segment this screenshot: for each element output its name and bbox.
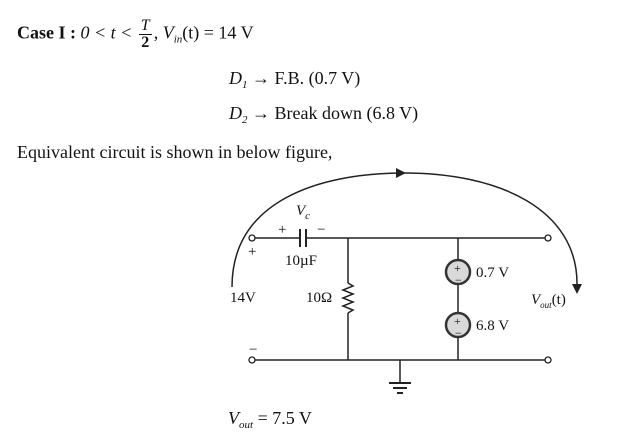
d1-line: D1 → F.B. (0.7 V) [229, 68, 360, 95]
cap-voltage-sub: c [305, 210, 311, 222]
source1-plus: + [454, 261, 461, 275]
vout-symbol: V [531, 292, 541, 308]
d2-line: D2 → Break down (6.8 V) [229, 103, 418, 130]
fraction-numerator: T [138, 17, 152, 35]
d1-state: → F.B. (0.7 V) [252, 68, 361, 88]
source-0.7v [444, 258, 472, 286]
fraction-denominator: 2 [141, 34, 150, 51]
vin-subscript: in [173, 33, 183, 46]
vout-sub: out [540, 300, 552, 310]
d1-symbol: D [229, 68, 242, 88]
terminal-out-top [544, 234, 552, 242]
cap-voltage-symbol: V [296, 203, 306, 219]
source2-voltage: 6.8 V [476, 318, 510, 334]
input-plus: + [248, 244, 257, 260]
cap-plus: + [278, 222, 287, 238]
source1-minus: − [455, 273, 462, 287]
d2-state: → Break down (6.8 V) [252, 103, 419, 123]
resistor-zigzag [340, 282, 356, 314]
cap-voltage: Vc [296, 203, 310, 224]
source-6.8v [444, 311, 472, 339]
d1-subscript: 1 [242, 79, 248, 91]
result-subscript: out [239, 419, 254, 431]
vout-label: Vout(t) [531, 292, 566, 313]
result-line: Vout = 7.5 V [228, 408, 312, 435]
terminal-in-top [248, 234, 256, 242]
terminal-out-bottom [544, 356, 552, 364]
terminal-in-bottom [248, 356, 256, 364]
arc-arrowhead-top [396, 168, 406, 178]
result-symbol: V [228, 408, 239, 428]
equivalent-text: Equivalent circuit is shown in below fig… [17, 142, 333, 162]
capacitance-label: 10µF [285, 253, 317, 269]
arc-arrowhead-right [572, 284, 582, 294]
input-voltage: 14V [230, 290, 256, 306]
case-label: Case I : [17, 22, 76, 43]
input-minus: − [249, 342, 258, 358]
resistance-label: 10Ω [306, 290, 333, 306]
d2-symbol: D [229, 103, 242, 123]
result-value: = 7.5 V [253, 408, 312, 428]
source1-voltage: 0.7 V [476, 265, 510, 281]
vout-rest: (t) [551, 292, 566, 308]
condition: 0 < t < [80, 22, 133, 43]
cap-minus: − [317, 222, 326, 238]
d2-subscript: 2 [242, 114, 248, 126]
vin-symbol: V [162, 22, 174, 43]
source2-minus: − [455, 326, 462, 340]
source2-plus: + [454, 314, 461, 328]
vin-value: (t) = 14 V [182, 22, 254, 43]
